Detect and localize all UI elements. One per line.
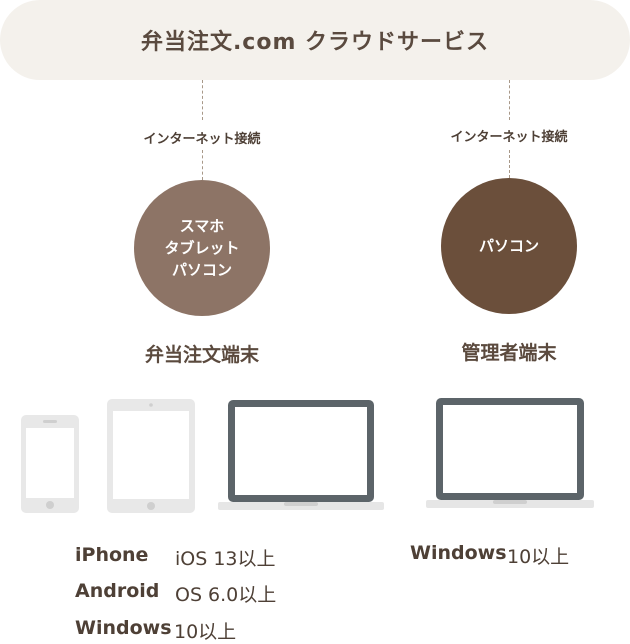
admin-device-types-circle: パソコン [441, 178, 577, 314]
laptop-icon [218, 400, 384, 510]
spec-os-name: Windows [75, 617, 172, 639]
spec-os-name: Windows [410, 542, 507, 564]
smartphone-icon [21, 415, 79, 513]
tablet-icon [107, 399, 195, 513]
left-connection-label: インターネット接続 [143, 132, 261, 147]
device-type-tablet: タブレット [164, 239, 240, 257]
left-connector-line-top [202, 80, 203, 120]
right-connection-label: インターネット接続 [450, 130, 568, 145]
spec-windows-version: 10以上 [174, 621, 237, 643]
admin-terminal-label: 管理者端末 [461, 342, 557, 364]
spec-windows: Windows [75, 617, 172, 639]
laptop-icon [426, 398, 594, 508]
spec-iphone-version: iOS 13以上 [175, 548, 276, 570]
spec-os-name: iPhone [75, 544, 149, 566]
admin-device-type-pc: パソコン [478, 237, 539, 255]
left-connector-line-bottom [202, 150, 203, 180]
order-terminal-label: 弁当注文端末 [144, 344, 259, 366]
spec-android: Android [75, 580, 159, 602]
cloud-service-banner: 弁当注文.com クラウドサービス [0, 0, 630, 80]
admin-spec-windows-version: 10以上 [507, 546, 570, 568]
order-device-types-circle: スマホ タブレット パソコン [134, 180, 270, 316]
device-type-pc: パソコン [171, 261, 232, 279]
spec-os-name: Android [75, 580, 160, 602]
spec-android-version: OS 6.0以上 [175, 584, 277, 606]
right-connector-line-bottom [509, 150, 510, 178]
right-connector-line-top [509, 80, 510, 120]
admin-spec-windows: Windows [410, 542, 507, 564]
device-type-smartphone: スマホ [179, 217, 225, 235]
spec-iphone: iPhone [75, 544, 148, 566]
cloud-service-title: 弁当注文.com クラウドサービス [140, 30, 490, 55]
